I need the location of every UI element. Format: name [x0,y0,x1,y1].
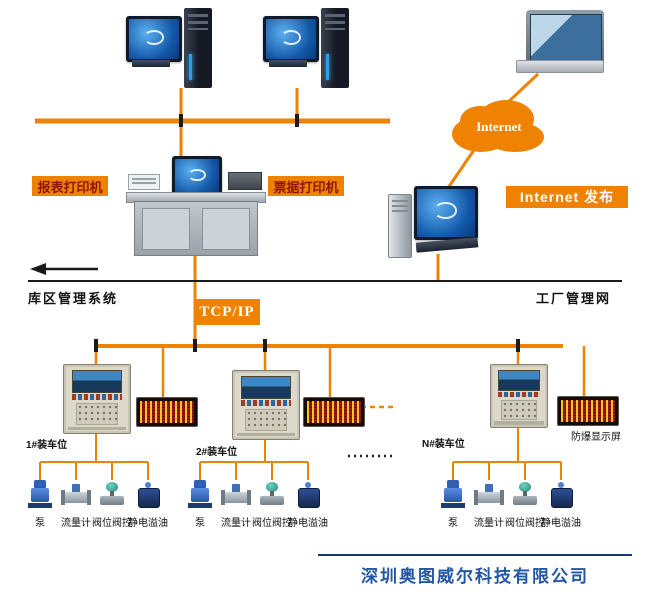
report-printer-label: 报表打印机 [32,176,108,196]
pump-icon [438,480,468,512]
internet-cloud-label: Internet [476,119,522,134]
pump-icon [185,480,215,512]
valve-icon [257,480,287,512]
keyboard-icon [269,60,307,67]
factory-network-label: 工厂管理网 [536,291,612,306]
device-label-pump: 泵 [448,518,458,529]
internet-publish-pc [386,184,482,258]
tower-icon [321,8,349,88]
station-label-1: 1#装车位 [26,440,68,451]
receipt-printer-icon [228,172,262,190]
device-label-static: 静电溢油 [288,518,328,529]
device-branch-lines [39,426,562,480]
station-label-3: N#装车位 [422,439,465,450]
receipt-printer-label: 票据打印机 [268,176,344,196]
tower-icon [184,8,212,88]
device-label-pump: 泵 [195,518,205,529]
device-label-valve: 阀位阀控 [252,518,292,529]
junction-ticks [94,114,520,352]
batch-controller-3 [490,364,548,428]
static-device-icon [293,480,323,512]
network-separator-line [28,263,622,282]
batch-controller-1 [63,364,131,434]
device-label-flow-meter: 流量计 [474,518,504,529]
batch-controller-2 [232,370,300,440]
monitor-icon [126,16,182,62]
desktop-computer-1 [126,8,212,92]
led-display-1 [136,397,198,427]
company-name: 深圳奥图威尔科技有限公司 [361,567,589,586]
flow-meter-icon [221,480,251,512]
left-arrow-icon [30,263,46,275]
internet-publish-label: Internet 发布 [506,186,628,208]
desktop-computer-2 [263,8,349,92]
keyboard-icon [132,60,170,67]
led-display-3 [557,396,619,426]
pump-icon [25,480,55,512]
monitor-icon [263,16,319,62]
device-label-valve: 阀位阀控 [505,518,545,529]
device-label-pump: 泵 [35,518,45,529]
device-label-flow-meter: 流量计 [221,518,251,529]
valve-icon [97,480,127,512]
monitor-icon [414,186,478,240]
device-label-valve: 阀位阀控 [92,518,132,529]
depot-system-label: 库区管理系统 [28,291,119,306]
valve-icon [510,480,540,512]
report-printer-icon [128,174,160,190]
console-cabinet [134,201,258,256]
device-label-static: 静电溢油 [128,518,168,529]
tower-icon [388,194,412,258]
company-divider [318,554,632,556]
flow-meter-icon [61,480,91,512]
device-label-flow-meter: 流量计 [61,518,91,529]
operator-console [126,156,266,256]
explosion-proof-display-label: 防爆显示屏 [571,432,621,443]
internet-cloud: Internet [452,98,546,156]
device-label-static: 静电溢油 [541,518,581,529]
station-label-2: 2#装车位 [196,447,238,458]
tcpip-badge: TCP/IP [194,299,260,325]
led-display-2 [303,397,365,427]
static-device-icon [133,480,163,512]
static-device-icon [546,480,576,512]
console-monitor-icon [172,156,222,196]
laptop-icon [516,10,604,73]
flow-meter-icon [474,480,504,512]
